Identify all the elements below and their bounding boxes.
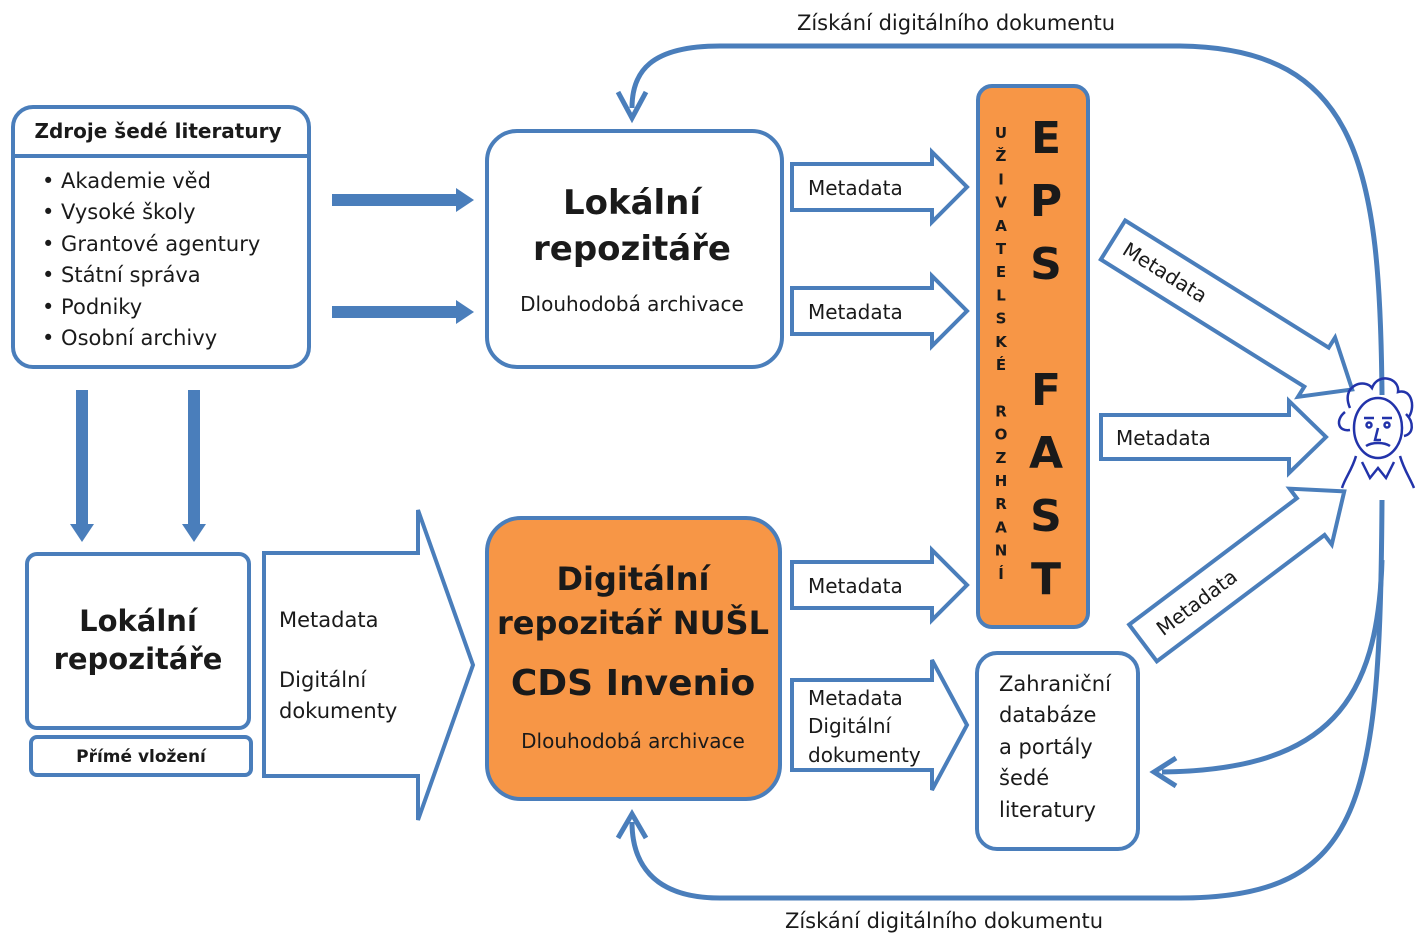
sources-box	[11, 105, 311, 369]
foreign-databases-line: literatury	[999, 798, 1096, 822]
bottom-return-label: Získání digitálního dokumentu	[785, 909, 1103, 933]
vertical-letter: Í	[998, 564, 1004, 583]
metadata-arrow-label: Metadata	[808, 176, 903, 200]
eps-fast-letter: P	[1030, 176, 1062, 227]
nusl-title: Digitální	[556, 560, 711, 598]
metadata-arrow-diagonal-up	[1098, 217, 1355, 400]
local-repo-left-title: Lokální	[79, 604, 199, 638]
top-return-arrow	[629, 43, 1385, 396]
nusl-system: CDS Invenio	[511, 663, 755, 704]
nusl-box	[485, 516, 782, 801]
big-arrow-label: dokumenty	[279, 699, 397, 723]
foreign-return-arrowhead	[1149, 755, 1178, 789]
vertical-letter: S	[996, 310, 1007, 328]
local-repo-top-title: Lokální	[563, 183, 703, 223]
sources-item: • Podniky	[42, 295, 142, 319]
local-repo-top-box	[485, 129, 784, 369]
vertical-letter: É	[996, 355, 1006, 374]
vertical-letter: V	[995, 194, 1007, 212]
foreign-databases-line: šedé	[999, 766, 1049, 790]
metadata-digital-label: dokumenty	[808, 743, 921, 767]
vertical-letter: A	[995, 518, 1007, 536]
vertical-letter: U	[995, 124, 1007, 142]
nusl-title: repozitář NUŠL	[497, 603, 769, 642]
vertical-letter: N	[995, 542, 1008, 560]
vertical-letter: R	[995, 495, 1007, 513]
foreign-databases-line: databáze	[999, 703, 1096, 727]
foreign-return-arrow	[1161, 559, 1385, 775]
vertical-letter: L	[996, 286, 1006, 304]
sources-to-local-arrowhead-1	[456, 188, 474, 212]
vertical-letter: H	[995, 472, 1008, 490]
direct-insert-label: Přímé vložení	[76, 747, 207, 767]
vertical-letter: Ž	[996, 146, 1007, 165]
eps-fast-box	[976, 84, 1090, 629]
einstein-portrait-icon	[1337, 377, 1416, 489]
vertical-letter: Z	[996, 449, 1007, 467]
big-block-arrow	[262, 509, 476, 821]
eps-fast-letter: F	[1031, 365, 1061, 416]
metadata-horizontal-label: Metadata	[1116, 426, 1211, 450]
eps-fast-letter: S	[1030, 239, 1062, 290]
sources-to-local-arrowhead-2	[456, 300, 474, 324]
big-arrow-label: Metadata	[279, 608, 378, 632]
vertical-letter: E	[996, 263, 1006, 281]
sources-item: • Vysoké školy	[42, 200, 196, 224]
metadata-arrow-diagonal-down	[1126, 486, 1347, 665]
foreign-databases-line: a portály	[999, 735, 1093, 759]
vertical-letter: O	[995, 426, 1008, 444]
local-repo-top-subtitle: Dlouhodobá archivace	[520, 292, 744, 316]
top-return-arrowhead	[615, 90, 649, 124]
vertical-letter: R	[995, 402, 1007, 420]
direct-insert-box	[29, 735, 253, 777]
vertical-letter: I	[998, 170, 1004, 188]
sources-down-arrowhead-2	[182, 524, 206, 542]
metadata-arrow-label: Metadata	[808, 300, 903, 324]
big-arrow-label: Digitální	[279, 668, 367, 692]
metadata-arrow-1	[790, 147, 970, 227]
local-repo-top-title: repozitáře	[533, 229, 731, 269]
sources-item: • Státní správa	[42, 263, 201, 287]
bottom-return-arrow	[629, 499, 1385, 901]
eps-fast-letter: A	[1029, 428, 1063, 479]
foreign-databases-line: Zahraniční	[999, 672, 1112, 696]
eps-fast-letter: T	[1031, 554, 1061, 605]
sources-item: • Grantové agentury	[42, 232, 260, 256]
metadata-arrow-3	[790, 545, 970, 625]
metadata-arrow-horizontal	[1099, 396, 1329, 478]
local-repo-left-box	[25, 552, 251, 730]
metadata-digital-label: Digitální	[808, 714, 893, 738]
vertical-letter: K	[995, 333, 1008, 351]
sources-item: • Akademie věd	[42, 169, 211, 193]
bottom-return-arrowhead	[615, 809, 649, 840]
local-repo-left-title: repozitáře	[54, 642, 223, 676]
sources-down-arrowhead-1	[70, 524, 94, 542]
metadata-digital-arrow	[790, 659, 970, 791]
metadata-digital-label: Metadata	[808, 686, 903, 710]
vertical-letter: T	[996, 240, 1007, 258]
eps-fast-letter: E	[1031, 113, 1061, 164]
eps-fast-letter: S	[1030, 491, 1062, 542]
top-return-label: Získání digitálního dokumentu	[797, 11, 1115, 35]
metadata-arrow-2	[790, 271, 970, 351]
sources-item: • Osobní archivy	[42, 326, 217, 350]
nusl-subtitle: Dlouhodobá archivace	[521, 729, 745, 753]
metadata-arrow-label: Metadata	[808, 574, 903, 598]
vertical-letter: A	[995, 217, 1007, 235]
sources-title: Zdroje šedé literatury	[34, 119, 281, 143]
foreign-databases-box	[975, 651, 1140, 851]
